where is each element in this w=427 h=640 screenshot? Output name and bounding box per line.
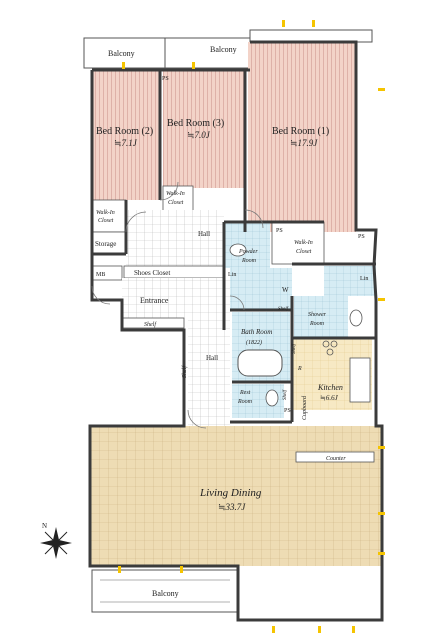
bath-room-name: Bath Room bbox=[241, 328, 272, 336]
bathtub bbox=[237, 349, 283, 377]
shower-room-l1: Shower bbox=[308, 312, 327, 318]
door-swings bbox=[91, 181, 264, 429]
shelf-kitchen-label: Shelf bbox=[292, 343, 297, 354]
hall-lower-label: Hall bbox=[206, 354, 218, 362]
bedroom-1-name: Bed Room (1) bbox=[272, 126, 329, 137]
shower-room-floor bbox=[294, 296, 348, 338]
bedroom-1-size: ≒17.9J bbox=[290, 138, 318, 148]
kitchen-counter-unit bbox=[349, 357, 371, 403]
lin-label-b: Lin bbox=[360, 276, 368, 282]
bedroom-3-floor bbox=[163, 70, 245, 188]
powder-room-l2: Room bbox=[241, 258, 257, 264]
kitchen-size: ≒6.6J bbox=[320, 394, 339, 402]
lin-room bbox=[324, 266, 376, 296]
shelf-entrance-label: Shelf bbox=[144, 321, 157, 328]
ps-label-b: PS bbox=[358, 234, 365, 240]
cupboard-label: Cupboard bbox=[302, 395, 308, 420]
upper-hall-floor bbox=[126, 210, 224, 266]
r-label: R bbox=[297, 366, 302, 372]
bedroom-2-name: Bed Room (2) bbox=[96, 126, 153, 137]
balcony-bottom-label: Balcony bbox=[152, 589, 179, 598]
living-dining-name: Living Dining bbox=[199, 487, 262, 499]
balcony-top-mid-label: Balcony bbox=[210, 45, 237, 54]
bedroom-2-size: ≒7.1J bbox=[114, 138, 138, 148]
compass-rose bbox=[40, 527, 72, 559]
walls bbox=[88, 40, 384, 622]
ps-label-a: PS bbox=[162, 76, 169, 82]
kitchen-stove bbox=[322, 340, 338, 356]
powder-room-l1: Powder bbox=[238, 249, 258, 255]
shelf-bath-label: Shelf bbox=[278, 307, 289, 312]
shelf-rest-label: Shelf bbox=[283, 389, 288, 400]
walkin-closet-a bbox=[91, 199, 127, 233]
counter-label: Counter bbox=[326, 456, 346, 462]
shelf-hall-label: Shelf bbox=[181, 365, 188, 378]
w-label: W bbox=[282, 286, 289, 294]
utility-floor bbox=[230, 268, 292, 310]
bedroom-3-name: Bed Room (3) bbox=[167, 118, 224, 129]
balcony-top bbox=[83, 29, 373, 69]
walkin-closet-b bbox=[162, 185, 194, 213]
toilet-upper bbox=[349, 309, 363, 327]
compass-n: N bbox=[42, 522, 47, 530]
storage-label: Storage bbox=[95, 240, 116, 248]
balcony-top-left-label: Balcony bbox=[108, 49, 135, 58]
bath-room-size: (1822) bbox=[246, 339, 262, 346]
rest-room-l1: Rest bbox=[239, 390, 251, 396]
powder-sink bbox=[229, 243, 247, 257]
kitchen-name: Kitchen bbox=[317, 383, 343, 392]
mb-label: MB bbox=[96, 272, 105, 278]
walkin-closet-a-l2: Closet bbox=[98, 218, 114, 224]
lin-label-a: Lin bbox=[228, 272, 236, 278]
living-dining-floor bbox=[90, 426, 382, 566]
bedroom-3-size: ≒7.0J bbox=[187, 130, 211, 140]
living-counter bbox=[295, 451, 375, 463]
toilet-rest-room bbox=[265, 389, 279, 407]
ps-label-d: PS bbox=[284, 408, 291, 414]
rest-room-l2: Room bbox=[237, 399, 253, 405]
walkin-closet-b-l2: Closet bbox=[168, 200, 184, 206]
entrance-label: Entrance bbox=[140, 296, 169, 305]
bedroom-1-floor bbox=[248, 42, 356, 232]
walkin-closet-c-l2: Closet bbox=[296, 249, 312, 255]
bedroom-2-floor bbox=[92, 70, 160, 200]
walkin-closet-a-l1: Walk-In bbox=[96, 210, 115, 216]
walkin-closet-c-l1: Walk-In bbox=[294, 240, 313, 246]
ps-label-c: PS bbox=[276, 228, 283, 234]
hall-upper-label: Hall bbox=[198, 230, 210, 238]
shoes-closet-label: Shoes Closet bbox=[134, 269, 170, 277]
shower-room-l2: Room bbox=[309, 321, 325, 327]
balcony-bottom bbox=[91, 569, 239, 613]
living-dining-size: ≒33.7J bbox=[218, 502, 246, 512]
powder-room-floor bbox=[224, 222, 270, 268]
window-markers bbox=[118, 20, 385, 633]
walkin-closet-b-l1: Walk-In bbox=[166, 191, 185, 197]
